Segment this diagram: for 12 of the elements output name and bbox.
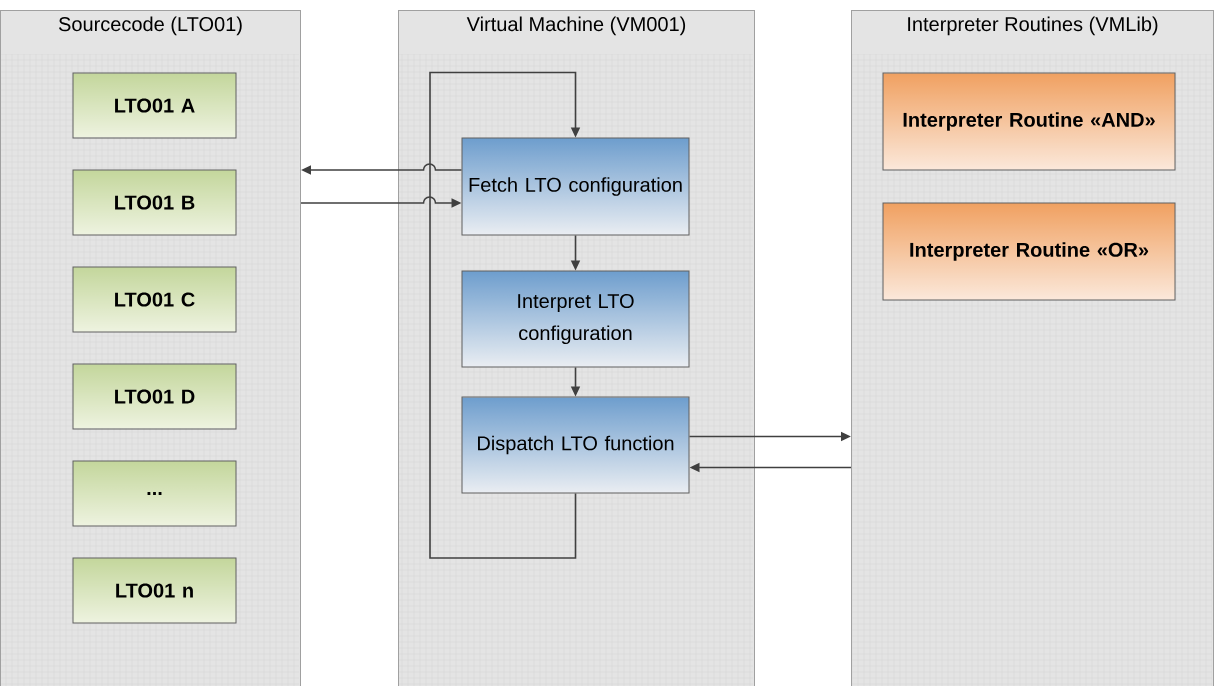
process-box: ... [72,460,237,527]
routine-box: Interpreter Routine «AND» [882,72,1176,171]
arrow [429,71,581,559]
process-box: Interpret LTO configuration [461,270,690,368]
routine-box: Interpreter Routine «OR» [882,202,1176,301]
process-box: Dispatch LTO function [461,396,690,494]
process-box: Fetch LTO configuration [461,137,690,236]
process-box: LTO01 B [72,169,237,236]
process-box: LTO01 n [72,557,237,624]
process-box: LTO01 D [72,363,237,430]
process-box: LTO01 A [72,72,237,139]
process-box: LTO01 C [72,266,237,333]
